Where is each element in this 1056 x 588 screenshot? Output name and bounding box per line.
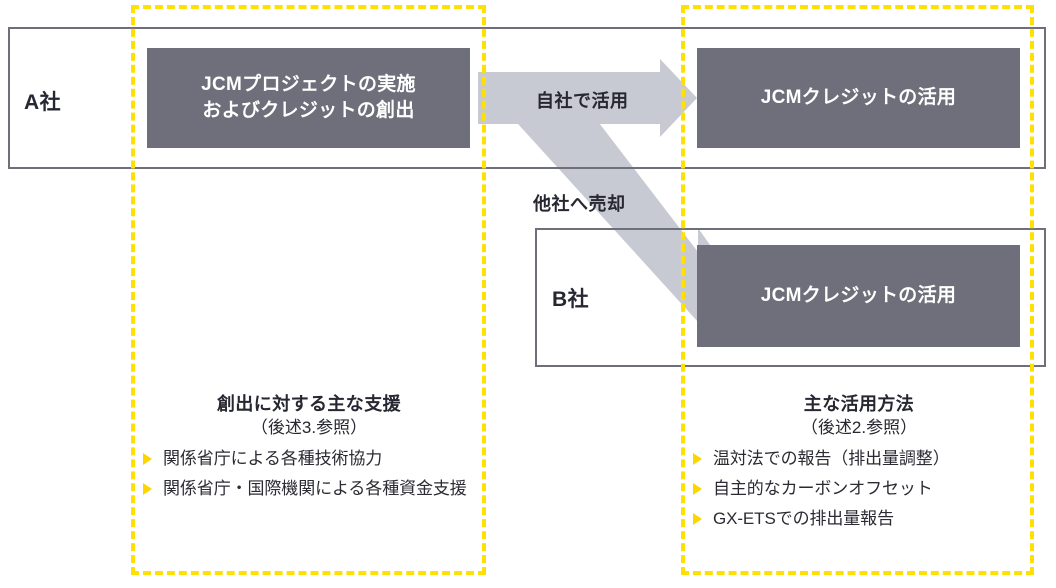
note-creation-support-subtitle: （後述3.参照） (250, 417, 368, 437)
company-b-label: B社 (552, 288, 590, 311)
jcm-credit-use-b-box: JCMクレジットの活用 (697, 245, 1020, 347)
bullet-triangle-icon (693, 512, 702, 525)
list-item: GX-ETSでの排出量報告 (688, 507, 1030, 531)
company-a-label: A社 (24, 91, 62, 114)
note-utilization-methods-list: 温対法での報告（排出量調整） 自主的なカーボンオフセット GX-ETSでの排出量… (688, 447, 1030, 531)
list-item: 自主的なカーボンオフセット (688, 477, 1030, 501)
list-item-label: 自主的なカーボンオフセット (713, 478, 933, 498)
list-item: 関係省庁による各種技術協力 (138, 447, 480, 471)
arrow-self-use-label: 自社で活用 (536, 91, 629, 111)
note-creation-support-list: 関係省庁による各種技術協力 関係省庁・国際機関による各種資金支援 (138, 447, 480, 501)
note-utilization-methods-subtitle: （後述2.参照） (800, 417, 918, 437)
note-creation-support-title: 創出に対する主な支援 (217, 394, 401, 414)
company-a-frame (8, 27, 1046, 169)
bullet-triangle-icon (693, 482, 702, 495)
list-item-label: 温対法での報告（排出量調整） (713, 448, 950, 468)
company-b-frame (535, 228, 1046, 367)
note-utilization-methods: 主な活用方法 （後述2.参照） 温対法での報告（排出量調整） 自主的なカーボンオ… (688, 393, 1030, 537)
bullet-triangle-icon (143, 452, 152, 465)
bullet-triangle-icon (693, 452, 702, 465)
bullet-triangle-icon (143, 482, 152, 495)
list-item: 温対法での報告（排出量調整） (688, 447, 1030, 471)
list-item: 関係省庁・国際機関による各種資金支援 (138, 477, 480, 501)
jcm-credit-use-a-box: JCMクレジットの活用 (697, 48, 1020, 148)
note-utilization-methods-title: 主な活用方法 (803, 394, 915, 414)
list-item-label: 関係省庁による各種技術協力 (163, 448, 383, 468)
list-item-label: 関係省庁・国際機関による各種資金支援 (163, 478, 467, 498)
dashed-region-creation (131, 5, 486, 575)
dashed-region-utilization (681, 5, 1034, 575)
jcm-project-creation-box: JCMプロジェクトの実施 およびクレジットの創出 (147, 48, 470, 148)
note-creation-support: 創出に対する主な支援 （後述3.参照） 関係省庁による各種技術協力 関係省庁・国… (138, 393, 480, 507)
jcm-project-creation-line1: JCMプロジェクトの実施 (201, 74, 416, 96)
jcm-project-creation-line2: およびクレジットの創出 (202, 100, 415, 121)
arrow-sell-other-label: 他社へ売却 (533, 194, 626, 214)
list-item-label: GX-ETSでの排出量報告 (713, 508, 894, 528)
